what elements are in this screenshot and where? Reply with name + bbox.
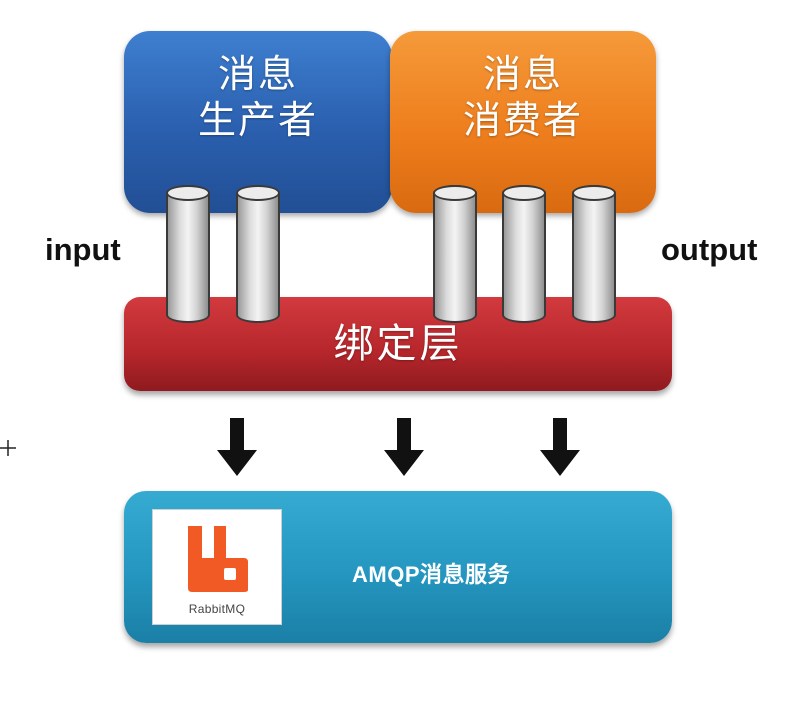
rabbitmq-logo-card: RabbitMQ xyxy=(152,509,282,625)
input-channel-pipe xyxy=(166,185,210,323)
down-arrow-icon xyxy=(217,418,257,476)
consumer-label: 消息 消费者 xyxy=(390,51,656,143)
binding-layer-label: 绑定层 xyxy=(333,321,463,367)
message-producer-box: 消息 生产者 xyxy=(124,31,392,213)
amqp-service-box: RabbitMQ AMQP消息服务 xyxy=(124,491,672,643)
input-channel-pipe xyxy=(236,185,280,323)
input-label: input xyxy=(45,232,121,267)
consumer-label-line1: 消息 xyxy=(482,52,563,96)
output-channel-pipe xyxy=(572,185,616,323)
consumer-label-line2: 消费者 xyxy=(462,98,583,142)
down-arrow-icon xyxy=(540,418,580,476)
producer-label-line1: 消息 xyxy=(217,52,298,96)
crosshair-cursor-icon xyxy=(0,440,16,456)
output-channel-pipe xyxy=(433,185,477,323)
message-consumer-box: 消息 消费者 xyxy=(390,31,656,213)
output-channel-pipe xyxy=(502,185,546,323)
rabbitmq-logo-text: RabbitMQ xyxy=(188,602,246,616)
producer-label: 消息 生产者 xyxy=(124,51,392,143)
output-label: output xyxy=(661,232,758,267)
producer-label-line2: 生产者 xyxy=(197,98,318,142)
rabbitmq-logo-icon xyxy=(188,526,248,592)
down-arrow-icon xyxy=(384,418,424,476)
amqp-service-label: AMQP消息服务 xyxy=(352,562,511,587)
